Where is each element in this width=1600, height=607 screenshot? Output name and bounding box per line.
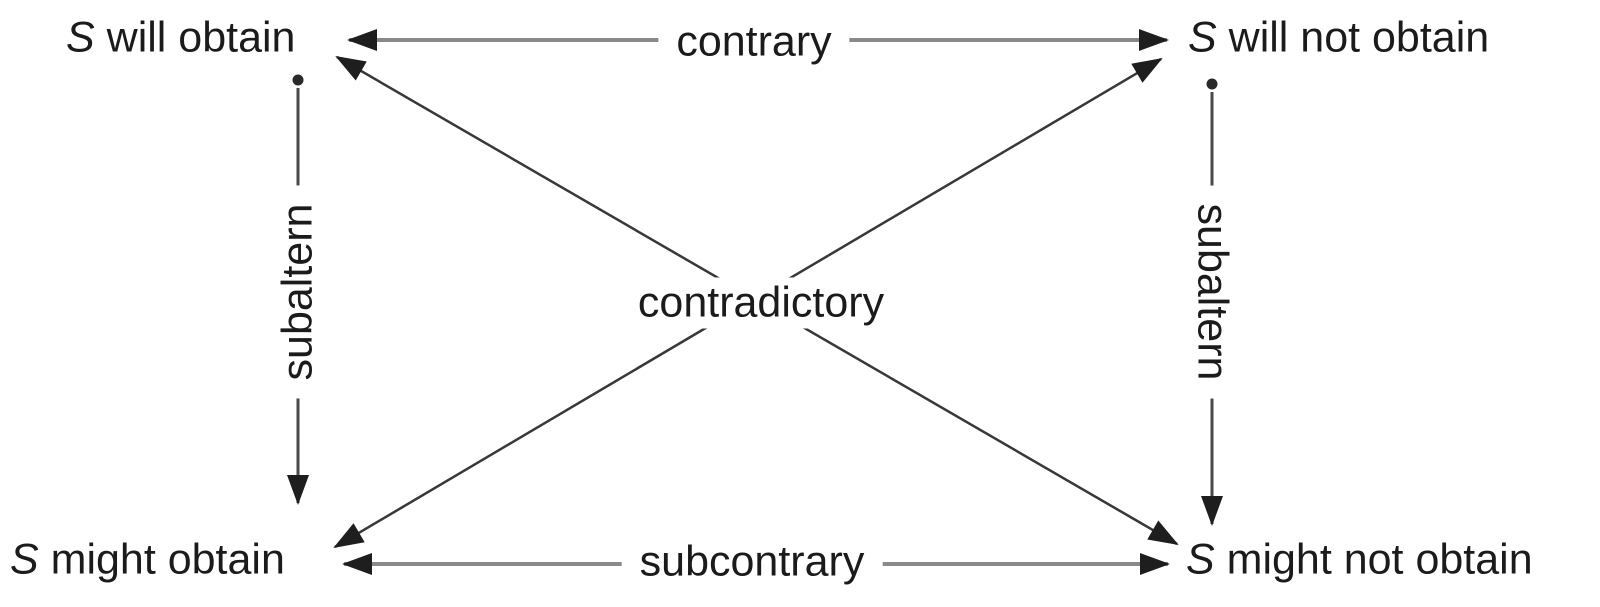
subcontrary-label: subcontrary [621,536,883,588]
node-bottom-right: S might not obtain [1186,535,1533,584]
subaltern-right-origin-dot [1206,78,1218,90]
node-top-right-subject: S [1188,13,1217,62]
node-bottom-left-subject: S [10,535,39,584]
node-bottom-left: S might obtain [10,535,285,584]
contrary-label: contrary [658,16,850,68]
node-top-right-text: will not obtain [1216,13,1490,62]
subaltern-left-label: subaltern [272,185,324,399]
subaltern-left-origin-dot [292,74,304,86]
node-bottom-left-text: might obtain [38,535,285,584]
subaltern-right-label: subaltern [1186,185,1238,399]
node-bottom-right-subject: S [1186,535,1215,584]
node-top-right: S will not obtain [1188,13,1490,62]
node-top-left-text: will obtain [94,13,296,62]
node-top-left: S will obtain [66,13,296,62]
node-top-left-subject: S [66,13,95,62]
contradictory-label: contradictory [619,277,903,329]
node-bottom-right-text: might not obtain [1214,535,1533,584]
